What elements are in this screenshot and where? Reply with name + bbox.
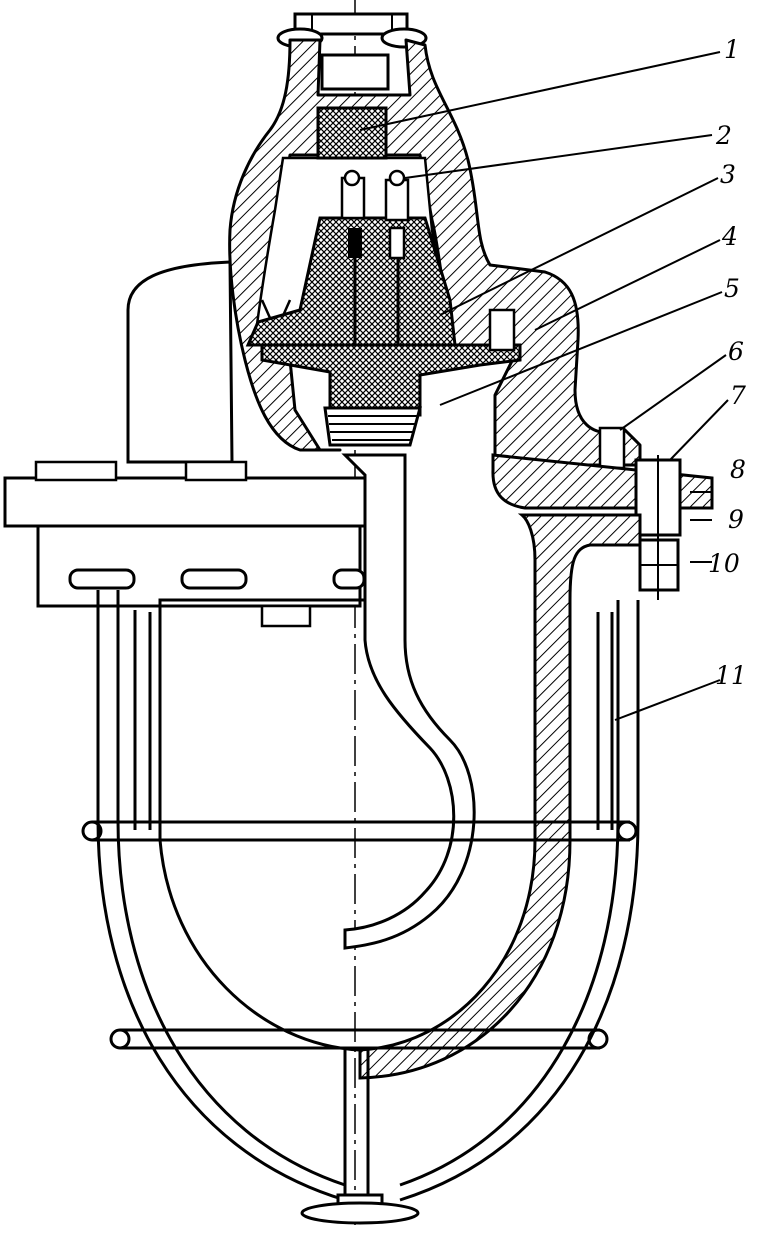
callout-label-1: 1 xyxy=(724,35,740,64)
clamp-bolt xyxy=(634,455,682,600)
contact-pins xyxy=(340,169,410,345)
lamp-cap xyxy=(323,406,422,447)
callout-label-5: 5 xyxy=(724,274,740,303)
fixing-bolt xyxy=(488,308,626,470)
callout-label-4: 4 xyxy=(721,222,738,251)
wire-guard xyxy=(81,590,640,1202)
callout-label-6: 6 xyxy=(728,337,744,366)
callout-label-10: 10 xyxy=(708,549,740,578)
leader-lines xyxy=(359,51,729,721)
cable-entry-nut xyxy=(276,12,428,91)
bottom-screw xyxy=(300,1193,420,1225)
lamp-bulb xyxy=(341,453,476,950)
callout-labels: 1 2 3 4 5 6 7 8 9 10 11 xyxy=(708,35,747,690)
callout-label-9: 9 xyxy=(728,505,744,534)
callout-label-2: 2 xyxy=(715,121,732,150)
socket-insulator xyxy=(245,106,522,417)
callout-label-7: 7 xyxy=(730,381,746,410)
callout-label-8: 8 xyxy=(730,455,746,484)
callout-label-3: 3 xyxy=(720,160,736,189)
terminal-box xyxy=(3,260,367,628)
callout-label-11: 11 xyxy=(715,661,747,690)
